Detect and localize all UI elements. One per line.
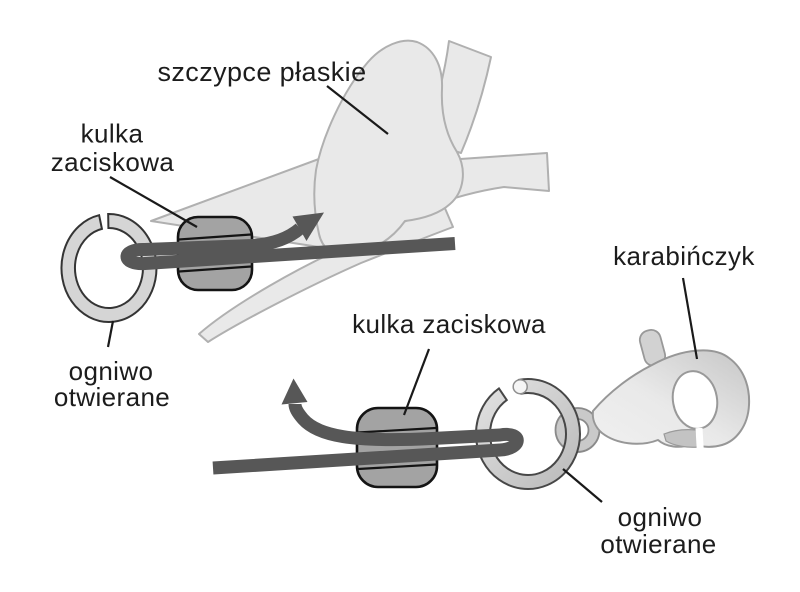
leader-ring-right <box>562 468 603 503</box>
jump-ring-right <box>474 378 581 491</box>
label-crimp-top-line1: kulka <box>81 119 144 149</box>
label-ring-left-line1: ogniwo <box>69 356 154 386</box>
label-ring-right-line2: otwierane <box>600 529 716 559</box>
lobster-clasp <box>554 329 751 455</box>
label-crimp-top-line2: zaciskowa <box>51 147 175 177</box>
crimp-bead-bottom-body <box>355 406 439 489</box>
wire-bottom <box>212 378 524 475</box>
label-clasp: karabińczyk <box>613 241 755 271</box>
pliers-lower-jaw <box>198 205 454 343</box>
leader-crimp-bottom <box>402 348 431 416</box>
wire-top-arrowhead <box>292 212 324 241</box>
wire-top-path <box>120 223 456 271</box>
jump-ring-left <box>60 213 158 323</box>
jump-ring-right-band <box>474 378 581 491</box>
label-ring-left-line2: otwierane <box>54 382 170 412</box>
label-pliers: szczypce płaskie <box>158 57 367 87</box>
label-ring-right-line1: ogniwo <box>618 502 703 532</box>
jump-ring-cut-end <box>512 378 528 395</box>
label-crimp-bottom: kulka zaciskowa <box>352 309 546 339</box>
wire-bottom-arrowhead <box>281 378 308 405</box>
crimp-bead-bottom-groove-lower <box>357 463 437 471</box>
leader-crimp-top <box>109 176 198 228</box>
clasp-gap-slit <box>695 427 704 455</box>
leader-clasp <box>681 277 699 360</box>
crimp-bead-bottom <box>355 406 439 489</box>
labels: szczypce płaskie kulka zaciskowa ogniwo … <box>51 57 755 559</box>
leader-pliers <box>326 85 389 135</box>
crimp-bead-bottom-groove-upper <box>357 426 437 434</box>
leader-lines <box>106 85 699 503</box>
crimp-bead-top-groove-upper <box>178 233 252 241</box>
crimp-bead-top-groove-lower <box>178 265 252 273</box>
wire-bottom-path <box>212 403 524 475</box>
wire-top <box>120 212 456 271</box>
leader-ring-left <box>106 320 115 348</box>
